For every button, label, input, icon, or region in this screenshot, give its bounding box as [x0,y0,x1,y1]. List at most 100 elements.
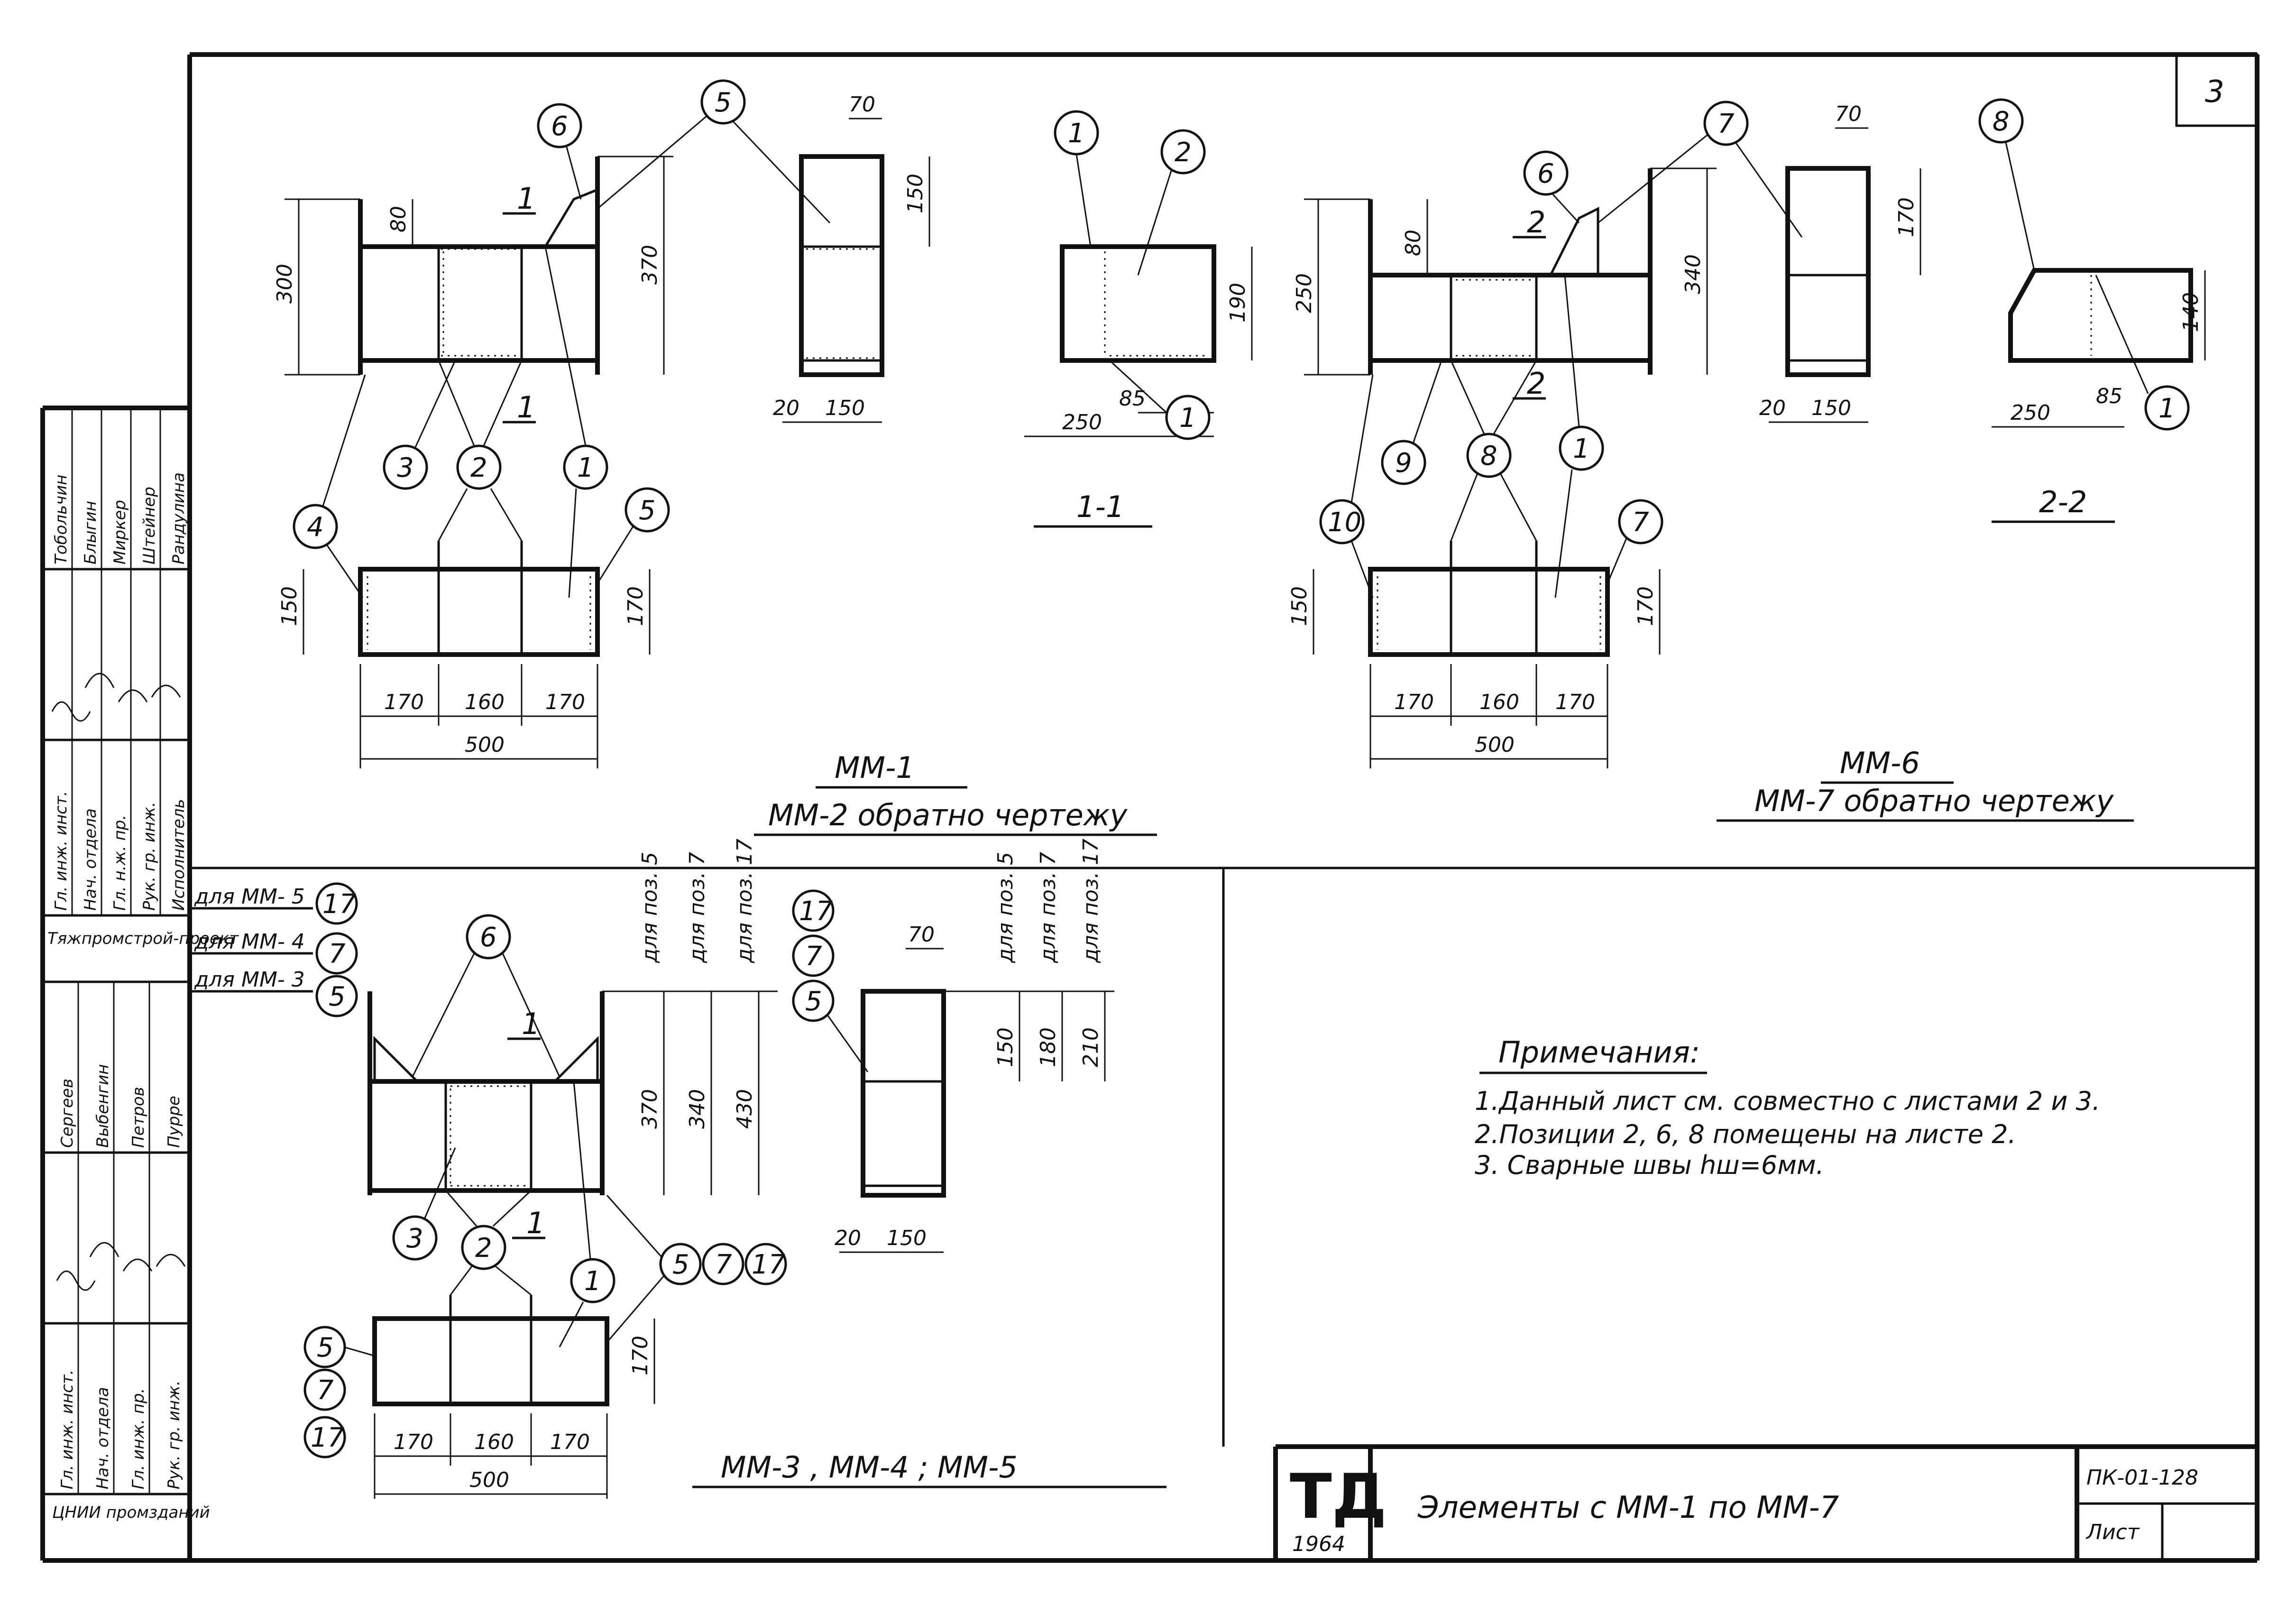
mm6-cut-top: 2 [1527,205,1545,240]
sheet-code: ПК-01-128 [2086,1466,2198,1490]
role-u2: Гл. н.ж. пр. [110,815,129,911]
mm3-plan-dim-160: 160 [474,1430,514,1454]
mm6-plan-dim-150: 150 [1287,586,1312,626]
col-dim-340: 340 [685,1089,709,1129]
mm3-for-labels: для ММ- 5 17 для ММ- 4 7 для ММ- 3 5 [190,882,358,1017]
mm3-pos-7: 7 [715,1249,732,1280]
side-dim-210: 210 [1079,1027,1103,1067]
role-u1: Нач. отдела [81,808,100,911]
view-mm1: 300 80 370 1 1 150 170 [273,79,1253,836]
sheet-number-box: 3 [2175,53,2259,127]
section22-dim-85: 85 [2096,384,2122,408]
mm1-dim-300: 300 [273,264,297,304]
name-u1: Блыгин [81,501,100,564]
mm6-pos-10: 10 [1328,507,1361,538]
mm3-plan-pos-7: 7 [317,1375,334,1406]
mm6-pos-6: 6 [1537,158,1554,189]
signature-block: Гл. инж. инст. Нач. отдела Гл. н.ж. пр. … [40,406,239,1560]
mm6-pos-1: 1 [1573,434,1590,464]
col-label-17: для поз. 17 [733,839,757,963]
side-col-label-5: для поз. 5 [993,852,1018,963]
mm3-plan-dim-170a: 170 [394,1430,433,1454]
sheet-frame [43,52,2259,1563]
mm1-cut-bottom: 1 [517,390,535,425]
note-1: 1.Данный лист см. совместно с листами 2 … [1475,1086,2100,1116]
section11-pos-1: 1 [1068,118,1085,149]
mm6-side-dim-170: 170 [1894,197,1919,237]
mm6-side-dim-70: 70 [1835,102,1862,126]
view-mm3: для ММ- 5 17 для ММ- 4 7 для ММ- 3 5 [190,839,1166,1499]
notes-heading: Примечания: [1498,1035,1700,1070]
mm1-pos-2: 2 [470,452,487,483]
mm6-side-dim-150: 150 [1811,396,1851,420]
mm3-plan-pos-17: 17 [311,1422,345,1453]
mm1-pos-5: 5 [715,87,732,118]
mm3-side-dim-20: 20 [835,1226,861,1250]
mm1-plan-view: 150 170 170 160 170 500 [277,541,651,768]
mm3-position-bubbles: 6 3 2 1 5 7 17 5 7 [303,914,787,1459]
mm3-plan-dim-170: 170 [628,1336,652,1375]
mm6-dim-80: 80 [1401,230,1425,256]
name-u0: Тобольчин [52,474,71,564]
note-2: 2.Позиции 2, 6, 8 помещены на листе 2. [1475,1119,2016,1149]
mm6-plan-dim-170a: 170 [1394,690,1434,714]
for-mm5-pos: 17 [322,889,357,920]
mm6-section-2-2: 140 250 85 2-2 [1992,268,2206,523]
name-u3: Штейнер [140,487,159,564]
org-lower: ЦНИИ промзданий [52,1503,210,1522]
mm3-plan-pos-5: 5 [317,1332,334,1363]
mm6-side-view: 70 170 20 150 [1759,102,1921,423]
logo: ТД [1290,1460,1387,1532]
role-l1: Нач. отдела [93,1387,112,1489]
mm1-side-dim-150b: 150 [825,396,865,420]
for-mm3-label: для ММ- 3 [194,968,305,992]
mm1-pos-4: 4 [307,512,324,543]
mm3-front-view: 1 1 для поз. 5 для поз. 7 для поз. 17 37… [367,839,778,1240]
section11-dim-190: 190 [1226,283,1250,323]
signatures-upper [51,673,181,722]
mm1-pos-5b: 5 [639,495,656,526]
mm3-plan-dim-500: 500 [469,1468,509,1492]
mm1-side-dim-70: 70 [849,92,875,117]
signatures-lower [56,1242,186,1291]
mm6-plan-dim-160: 160 [1479,690,1519,714]
role-l0: Гл. инж. инст. [58,1370,77,1490]
mm6-front-view: 250 80 340 2 2 [1292,167,1717,401]
mm3-label: ММ-3 , ММ-4 ; ММ-5 [721,1450,1018,1485]
col-label-5: для поз. 5 [638,852,662,963]
side-dim-150: 150 [993,1027,1018,1067]
mm3-pos-1: 1 [584,1266,601,1297]
side-dim-180: 180 [1036,1027,1060,1067]
mm3-cut-top: 1 [522,1006,540,1041]
mm1-pos-1: 1 [577,452,594,483]
view-mm6: 250 80 340 2 2 150 170 [1287,98,2206,822]
mm6-position-bubbles: 6 7 8 9 8 1 10 7 [1319,98,2190,598]
side-pos-17: 17 [799,896,833,927]
mm6-dim-340: 340 [1681,254,1705,294]
section22-pos-8: 8 [1993,106,2010,137]
name-u2: Миркер [110,500,129,564]
mm6-plan-dim-170: 170 [1634,586,1658,626]
section22-dim-250: 250 [2011,401,2050,425]
mm1-front-view: 300 80 370 1 1 [273,156,673,425]
mm6-pos-7: 7 [1717,109,1735,139]
mm3-pos-3: 3 [406,1223,423,1254]
section22-pos-1: 1 [2158,393,2176,424]
mm3-pos-5: 5 [672,1249,689,1280]
notes: Примечания: 1.Данный лист см. совместно … [1475,1035,2100,1180]
mm1-plan-dim-170b: 170 [545,690,585,714]
mm1-side-view: 70 150 20 150 [773,92,930,423]
mm1-dim-370: 370 [638,245,662,285]
name-u4: Рандулина [169,472,188,564]
section22-dim-140: 140 [2179,292,2203,332]
for-mm5-label: для ММ- 5 [194,885,305,909]
col-dim-370: 370 [638,1089,662,1129]
mm1-plan-dim-500: 500 [465,733,505,757]
mm1-label: ММ-1 [835,750,915,785]
mm1-position-bubbles: 6 5 3 2 1 4 5 1 [293,79,1211,598]
logo-year: 1964 [1292,1532,1345,1556]
side-pos-5: 5 [805,986,822,1017]
org-upper: Тяжпромстрой-проект [47,929,239,948]
mm3-cut-bottom: 1 [526,1206,545,1240]
main-title-block: ТД 1964 Элементы с ММ-1 по ММ-7 ПК-01-12… [1273,1444,2257,1560]
